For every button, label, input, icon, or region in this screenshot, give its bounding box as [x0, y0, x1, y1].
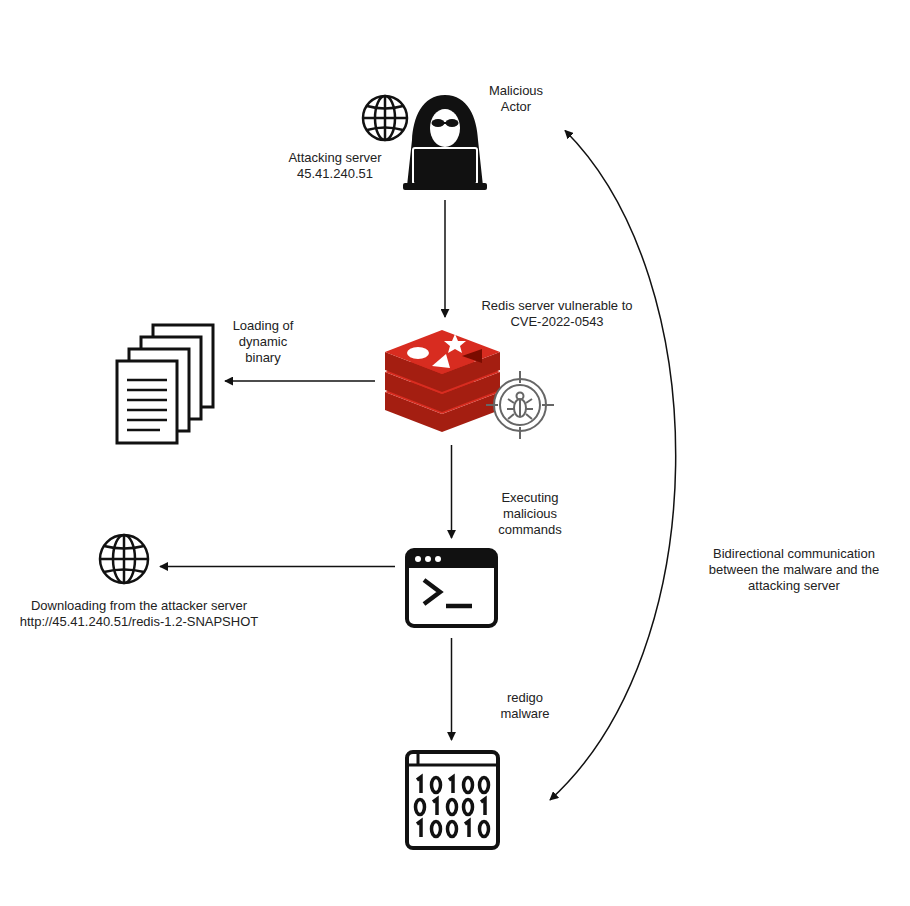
hacker-icon — [403, 95, 487, 190]
icon-node: Downloading from the attacker server htt… — [98, 533, 150, 585]
redis-logo — [385, 330, 500, 432]
node-label: Downloading from the attacker server htt… — [14, 598, 264, 630]
binary-digit — [465, 821, 469, 837]
icon-node: Redis server vulnerable to CVE-2022-0543 — [385, 327, 500, 435]
binary-digit — [432, 778, 441, 793]
binary-digit — [480, 822, 489, 837]
connector-arrow — [444, 200, 446, 317]
node-label: Executing malicious commands — [488, 490, 572, 538]
terminal-icon — [407, 550, 496, 626]
binary-digit — [449, 777, 453, 793]
icon-node: Malicious ActorAttacking server 45.41.24… — [405, 95, 485, 190]
connector-arrow — [451, 638, 453, 740]
node-label: Redis server vulnerable to CVE-2022-0543 — [472, 298, 642, 330]
binary-digit — [480, 778, 489, 793]
connector-arrow — [451, 445, 453, 538]
node-label: Loading of dynamic binary — [220, 318, 306, 366]
icon-node: redigo malware — [405, 750, 500, 850]
binary-window-icon — [407, 752, 498, 848]
binary-digit — [432, 822, 441, 837]
binary-digit — [481, 799, 485, 815]
icon-node: Executing malicious commands — [405, 548, 498, 628]
documents-icon — [117, 325, 213, 443]
node-label: redigo malware — [492, 690, 558, 722]
connector-arrow — [160, 566, 395, 568]
globe-icon — [100, 535, 148, 583]
binary-digit — [464, 800, 473, 815]
binary-digit — [416, 800, 425, 815]
node-label: Attacking server 45.41.240.51 — [276, 150, 394, 182]
connector-arrow — [550, 131, 676, 801]
node-label: Malicious Actor — [476, 83, 556, 115]
globe-icon — [363, 96, 407, 140]
binary-digit — [448, 800, 457, 815]
binary-digit — [464, 778, 473, 793]
bug-target-icon — [486, 371, 554, 439]
binary-digit — [417, 821, 421, 837]
binary-digit — [433, 799, 437, 815]
icon-node: Loading of dynamic binary — [115, 325, 215, 445]
binary-digit — [448, 822, 457, 837]
edge-label: Bidirectional communication between the … — [692, 545, 896, 595]
binary-digit — [417, 777, 421, 793]
connector-arrow — [225, 380, 375, 382]
